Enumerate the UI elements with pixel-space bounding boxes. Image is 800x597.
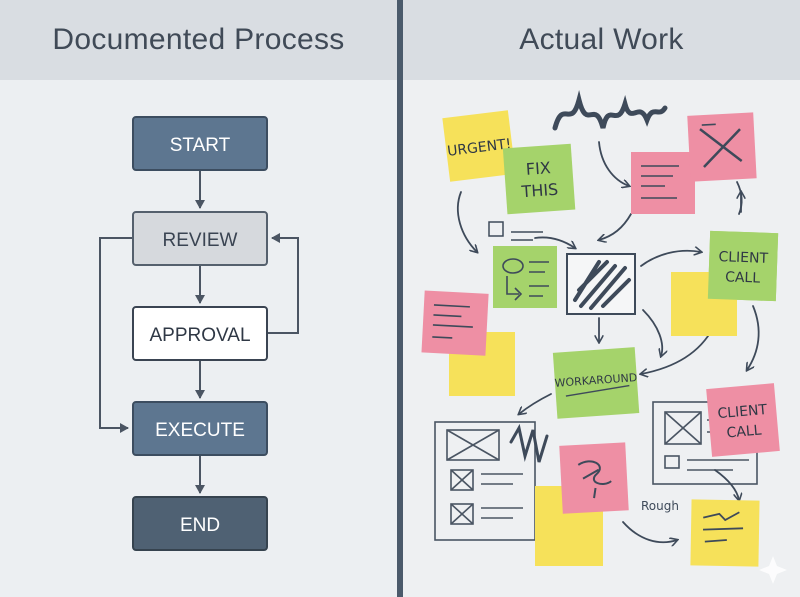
node-execute: EXECUTE: [132, 401, 268, 456]
note-client-call-top-front-line1: CLIENT: [718, 249, 769, 267]
sticky-note-client-call-bottom: CLIENT CALL: [706, 383, 780, 457]
note-fix-line1: FIX: [525, 158, 551, 179]
arrow-client-down: [747, 305, 760, 370]
documented-process-title: Documented Process: [0, 0, 397, 80]
rough-label: Rough: [641, 499, 679, 513]
arrow-green-box: [534, 236, 575, 248]
sticky-note-fix-this: FIX THIS: [502, 143, 576, 215]
scribble-top: [552, 90, 668, 131]
note-client-call-top-front-line2: CALL: [725, 269, 761, 286]
sticky-note-green-sketch: [493, 246, 557, 308]
note-client-call-bottom-line2: CALL: [726, 422, 762, 441]
sticky-note-pink-top: [631, 152, 695, 214]
node-execute-label: EXECUTE: [155, 420, 245, 441]
node-review: REVIEW: [132, 211, 268, 266]
sketch-lines: [511, 231, 543, 241]
sparkle-icon: [759, 556, 787, 584]
arrow-rough: [622, 521, 677, 542]
scribbled-box: [566, 253, 636, 315]
note-client-call-bottom-line1: CLIENT: [717, 402, 768, 422]
arrow-scribble-pink: [598, 141, 629, 186]
note-fix-line2: THIS: [520, 180, 559, 202]
sticky-note-urgent: URGENT!: [442, 110, 516, 182]
arrow-approval-loop-review: [268, 233, 299, 334]
sticky-note-workaround: WORKAROUND: [552, 347, 640, 419]
sticky-note-pink-bottom: [559, 442, 629, 514]
note-urgent-text: URGENT!: [446, 136, 512, 160]
note-workaround-text: WORKAROUND: [554, 371, 637, 390]
node-start: START: [132, 116, 268, 171]
arrow-box-right: [642, 309, 662, 356]
arrow-pink-box: [599, 213, 632, 240]
scribble-bottom: [509, 423, 549, 463]
messy-board: URGENT! FIX THIS CLIENT: [421, 90, 787, 584]
sticky-note-client-call-top-front: CLIENT CALL: [707, 230, 779, 302]
node-approval: APPROVAL: [132, 306, 268, 361]
checkbox-sketch: [488, 221, 504, 237]
flowchart: START REVIEW APPROVAL EXECUTE END: [99, 116, 299, 551]
arrow-review-bypass-execute: [99, 237, 133, 433]
node-start-label: START: [170, 135, 231, 156]
node-end-label: END: [180, 515, 220, 536]
wireframe-sketch-left: [434, 421, 536, 541]
documented-process-panel: Documented Process START REVIEW APPROVAL: [0, 0, 397, 597]
arrow-urgent-down: [457, 191, 477, 252]
arrow-workaround-down: [519, 393, 552, 414]
arrow-to-yellow: [714, 469, 739, 500]
node-approval-label: APPROVAL: [149, 325, 250, 346]
actual-work-panel: Actual Work: [403, 0, 800, 597]
actual-work-title: Actual Work: [403, 0, 800, 80]
sticky-note-yellow-bottom-right: [690, 499, 760, 567]
panel-divider: [397, 0, 403, 597]
node-review-label: REVIEW: [163, 230, 238, 251]
node-end: END: [132, 496, 268, 551]
sticky-note-pink-left: [421, 290, 489, 356]
sticky-note-pink-x: [687, 112, 757, 182]
arrow-box-client: [640, 251, 701, 267]
